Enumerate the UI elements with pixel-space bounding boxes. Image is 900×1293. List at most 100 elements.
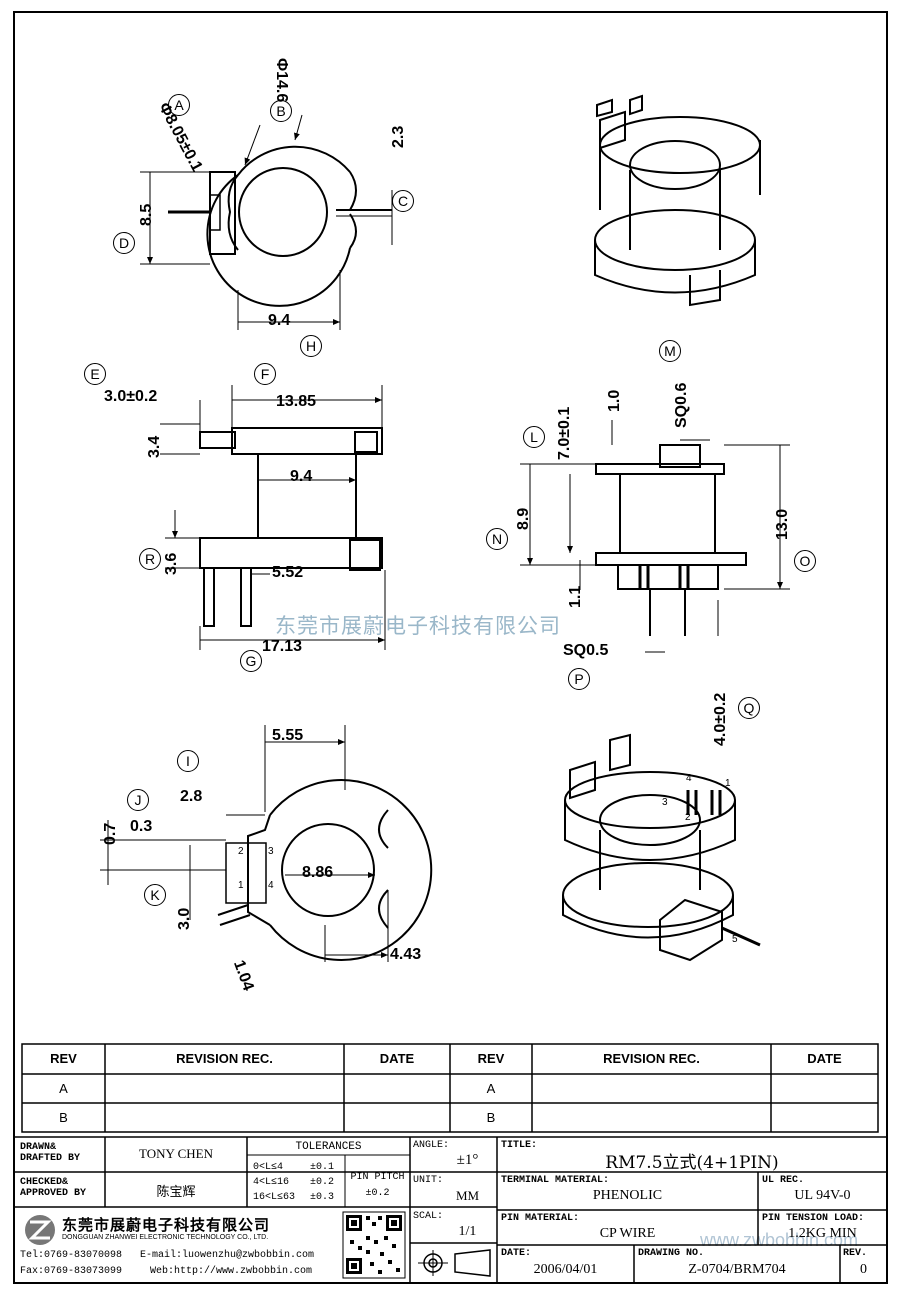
website: Web:http://www.zwbobbin.com (150, 1266, 313, 1277)
rev-row-a-left: A (59, 1081, 68, 1096)
dim-9-4: 9.4 (268, 312, 291, 329)
company-name-cn: 东莞市展蔚电子科技有限公司 (62, 1216, 271, 1234)
pin-pitch-label: PIN PITCH (350, 1172, 405, 1183)
rev-row-b-right: B (486, 1110, 496, 1125)
tol-range-3: 16<L≤63 (253, 1192, 296, 1203)
scale-label: SCAL: (413, 1211, 444, 1222)
callout-o: O (794, 550, 816, 572)
tol-range-2: 4<L≤16 (253, 1177, 290, 1188)
angle-label: ANGLE: (413, 1140, 450, 1151)
drawing-no-label: DRAWING NO. (638, 1248, 705, 1259)
dim-2-8: 2.8 (180, 788, 203, 805)
iso-view-bottom (562, 733, 761, 962)
rev-header-2: REV (477, 1051, 505, 1066)
iso-pin-4: 4 (686, 773, 692, 784)
drawn-label: DRAWN& DRAFTED BY (20, 1142, 81, 1164)
ul-rec-label: UL REC. (762, 1175, 805, 1186)
iso-pin-2: 2 (685, 812, 691, 823)
dim-5-52: 5.52 (272, 564, 304, 581)
callout-g: G (240, 650, 262, 672)
date-header-1: DATE (379, 1051, 415, 1066)
company-watermark: 东莞市展蔚电子科技有限公司 (275, 614, 561, 638)
company-name-en: DONGGUAN ZHANWEI ELECTRONIC TECHNOLOGY C… (62, 1234, 269, 1241)
rev-label: REV. (843, 1248, 868, 1259)
pin-number-2: 2 (238, 846, 244, 857)
dim-8-86: 8.86 (302, 864, 334, 881)
pin-number-3: 3 (268, 846, 274, 857)
callout-k: K (144, 884, 166, 906)
iso-pin-5: 5 (732, 934, 738, 945)
angle-value: ±1° (456, 1152, 479, 1168)
revision-rec-header-1: REVISION REC. (176, 1051, 273, 1066)
dim-5-55: 5.55 (272, 727, 304, 744)
revision-rec-header-2: REVISION REC. (603, 1051, 700, 1066)
callout-b: B (270, 100, 292, 122)
pin-number-1: 1 (238, 880, 244, 891)
terminal-material-label: TERMINAL MATERIAL: (501, 1175, 610, 1186)
pin-material-label: PIN MATERIAL: (501, 1213, 580, 1224)
ul-rec-value: UL 94V-0 (794, 1188, 851, 1203)
dim-13-85: 13.85 (276, 393, 317, 410)
callout-q: Q (738, 697, 760, 719)
rev-row-a-right: A (486, 1081, 496, 1096)
title-value: RM7.5立式(4+1PIN) (605, 1153, 779, 1173)
date-value: 2006/04/01 (533, 1262, 598, 1277)
qr-code-icon (342, 1211, 406, 1279)
callout-h: H (300, 335, 322, 357)
front-view-dims (520, 420, 790, 653)
email: E-mail:luowenzhu@zwbobbin.com (140, 1250, 315, 1261)
callout-a: A (168, 94, 190, 116)
tol-value-2: ±0.2 (310, 1177, 335, 1188)
title-label: TITLE: (501, 1140, 538, 1151)
dim-17-13: 17.13 (262, 638, 303, 655)
telephone: Tel:0769-83070098 (20, 1250, 123, 1261)
callout-n: N (486, 528, 508, 550)
terminal-material-value: PHENOLIC (592, 1188, 663, 1203)
bottom-view (217, 779, 433, 961)
pin-pitch-value: ±0.2 (365, 1188, 390, 1199)
rev-value: 0 (860, 1262, 867, 1277)
callout-j: J (127, 789, 149, 811)
date-label: DATE: (501, 1248, 532, 1259)
pin-tension-value: 1.2KG MIN (788, 1226, 857, 1241)
dim-9-4b: 9.4 (290, 468, 313, 485)
callout-e: E (84, 363, 106, 385)
date-header-2: DATE (807, 1051, 842, 1066)
projection-symbol-icon (418, 1249, 491, 1277)
iso-view-top (594, 94, 761, 307)
callout-l: L (523, 426, 545, 448)
side-view-dims (160, 385, 386, 650)
unit-value: MM (455, 1188, 480, 1203)
pin-tension-label: PIN TENSION LOAD: (762, 1213, 865, 1224)
side-view (199, 427, 383, 627)
drawn-value: TONY CHEN (138, 1146, 214, 1161)
callout-c: C (392, 190, 414, 212)
bottom-view-dims (100, 725, 389, 962)
drawing-no-value: Z-0704/BRM704 (688, 1262, 786, 1277)
tol-range-1: 0<L≤4 (253, 1162, 284, 1173)
front-view-pins (638, 565, 690, 589)
callout-r: R (139, 548, 161, 570)
scale-value: 1/1 (458, 1224, 477, 1239)
callout-f: F (254, 363, 276, 385)
callout-i: I (177, 750, 199, 772)
dim-4-43: 4.43 (390, 946, 422, 963)
tol-value-1: ±0.1 (310, 1162, 335, 1173)
dim-3-0: 3.0±0.2 (104, 388, 158, 405)
iso-pin-3: 3 (662, 797, 668, 808)
callout-m: M (659, 340, 681, 362)
checked-value: 陈宝辉 (156, 1185, 196, 1200)
rev-header-1: REV (50, 1051, 77, 1066)
fax: Fax:0769-83073099 (20, 1266, 123, 1277)
front-view (595, 444, 747, 636)
dim-sq0-5: SQ0.5 (563, 642, 609, 659)
tol-value-3: ±0.3 (310, 1192, 335, 1203)
rev-row-b-left: B (59, 1110, 68, 1125)
checked-label: CHECKED& APPROVED BY (20, 1177, 87, 1199)
callout-d: D (113, 232, 135, 254)
top-view (168, 145, 392, 307)
callout-p: P (568, 668, 590, 690)
tolerances-label: TOLERANCES (295, 1141, 362, 1153)
unit-label: UNIT: (413, 1175, 444, 1186)
